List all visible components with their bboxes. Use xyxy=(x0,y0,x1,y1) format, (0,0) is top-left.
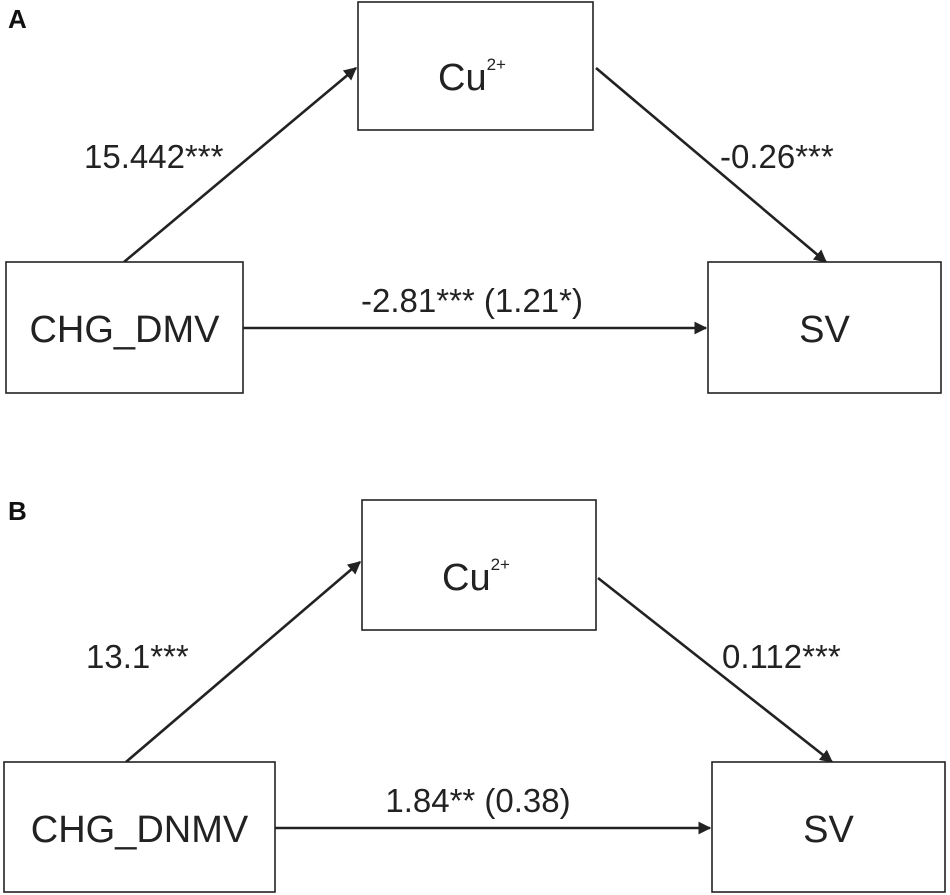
node-b-mediator: Cu2+ xyxy=(361,499,597,631)
node-b-mediator-label: Cu xyxy=(442,557,491,599)
node-b-outcome-label: SV xyxy=(803,809,854,851)
coef-a-path-b: -0.26*** xyxy=(720,138,834,175)
coef-b-path-c: 1.84** (0.38) xyxy=(385,782,570,819)
node-a-predictor-label: CHG_DMV xyxy=(29,309,220,351)
node-a-mediator: Cu2+ xyxy=(357,1,594,131)
edge-a-mediator-to-outcome xyxy=(595,67,827,263)
node-a-predictor: CHG_DMV xyxy=(5,261,244,394)
node-a-mediator-superscript: 2+ xyxy=(487,55,506,74)
coef-a-path-c: -2.81*** (1.21*) xyxy=(361,282,583,319)
panel-label-b: B xyxy=(8,496,27,526)
panel-b: B CHG_DNMV Cu2+ SV 13.1*** 0.112*** 1.84… xyxy=(3,496,946,893)
edge-a-predictor-to-mediator xyxy=(123,67,357,263)
coef-b-path-b: 0.112*** xyxy=(722,638,841,675)
panel-a: A CHG_DMV Cu2+ SV 15.442*** -0.26*** -2.… xyxy=(5,1,942,394)
coef-a-path-a: 15.442*** xyxy=(84,138,224,175)
edge-b-predictor-to-mediator xyxy=(125,561,361,763)
node-b-predictor: CHG_DNMV xyxy=(3,761,276,893)
node-b-outcome: SV xyxy=(711,761,946,893)
node-a-outcome: SV xyxy=(707,261,942,394)
node-b-predictor-label: CHG_DNMV xyxy=(31,809,249,851)
node-b-mediator-superscript: 2+ xyxy=(491,555,510,574)
node-a-outcome-label: SV xyxy=(799,309,850,351)
edge-b-mediator-to-outcome xyxy=(597,576,834,764)
svg-text:Cu2+: Cu2+ xyxy=(442,555,510,599)
node-a-mediator-label: Cu xyxy=(438,57,487,99)
svg-text:Cu2+: Cu2+ xyxy=(438,55,506,99)
panel-label-a: A xyxy=(8,4,27,34)
coef-b-path-a: 13.1*** xyxy=(86,638,189,675)
